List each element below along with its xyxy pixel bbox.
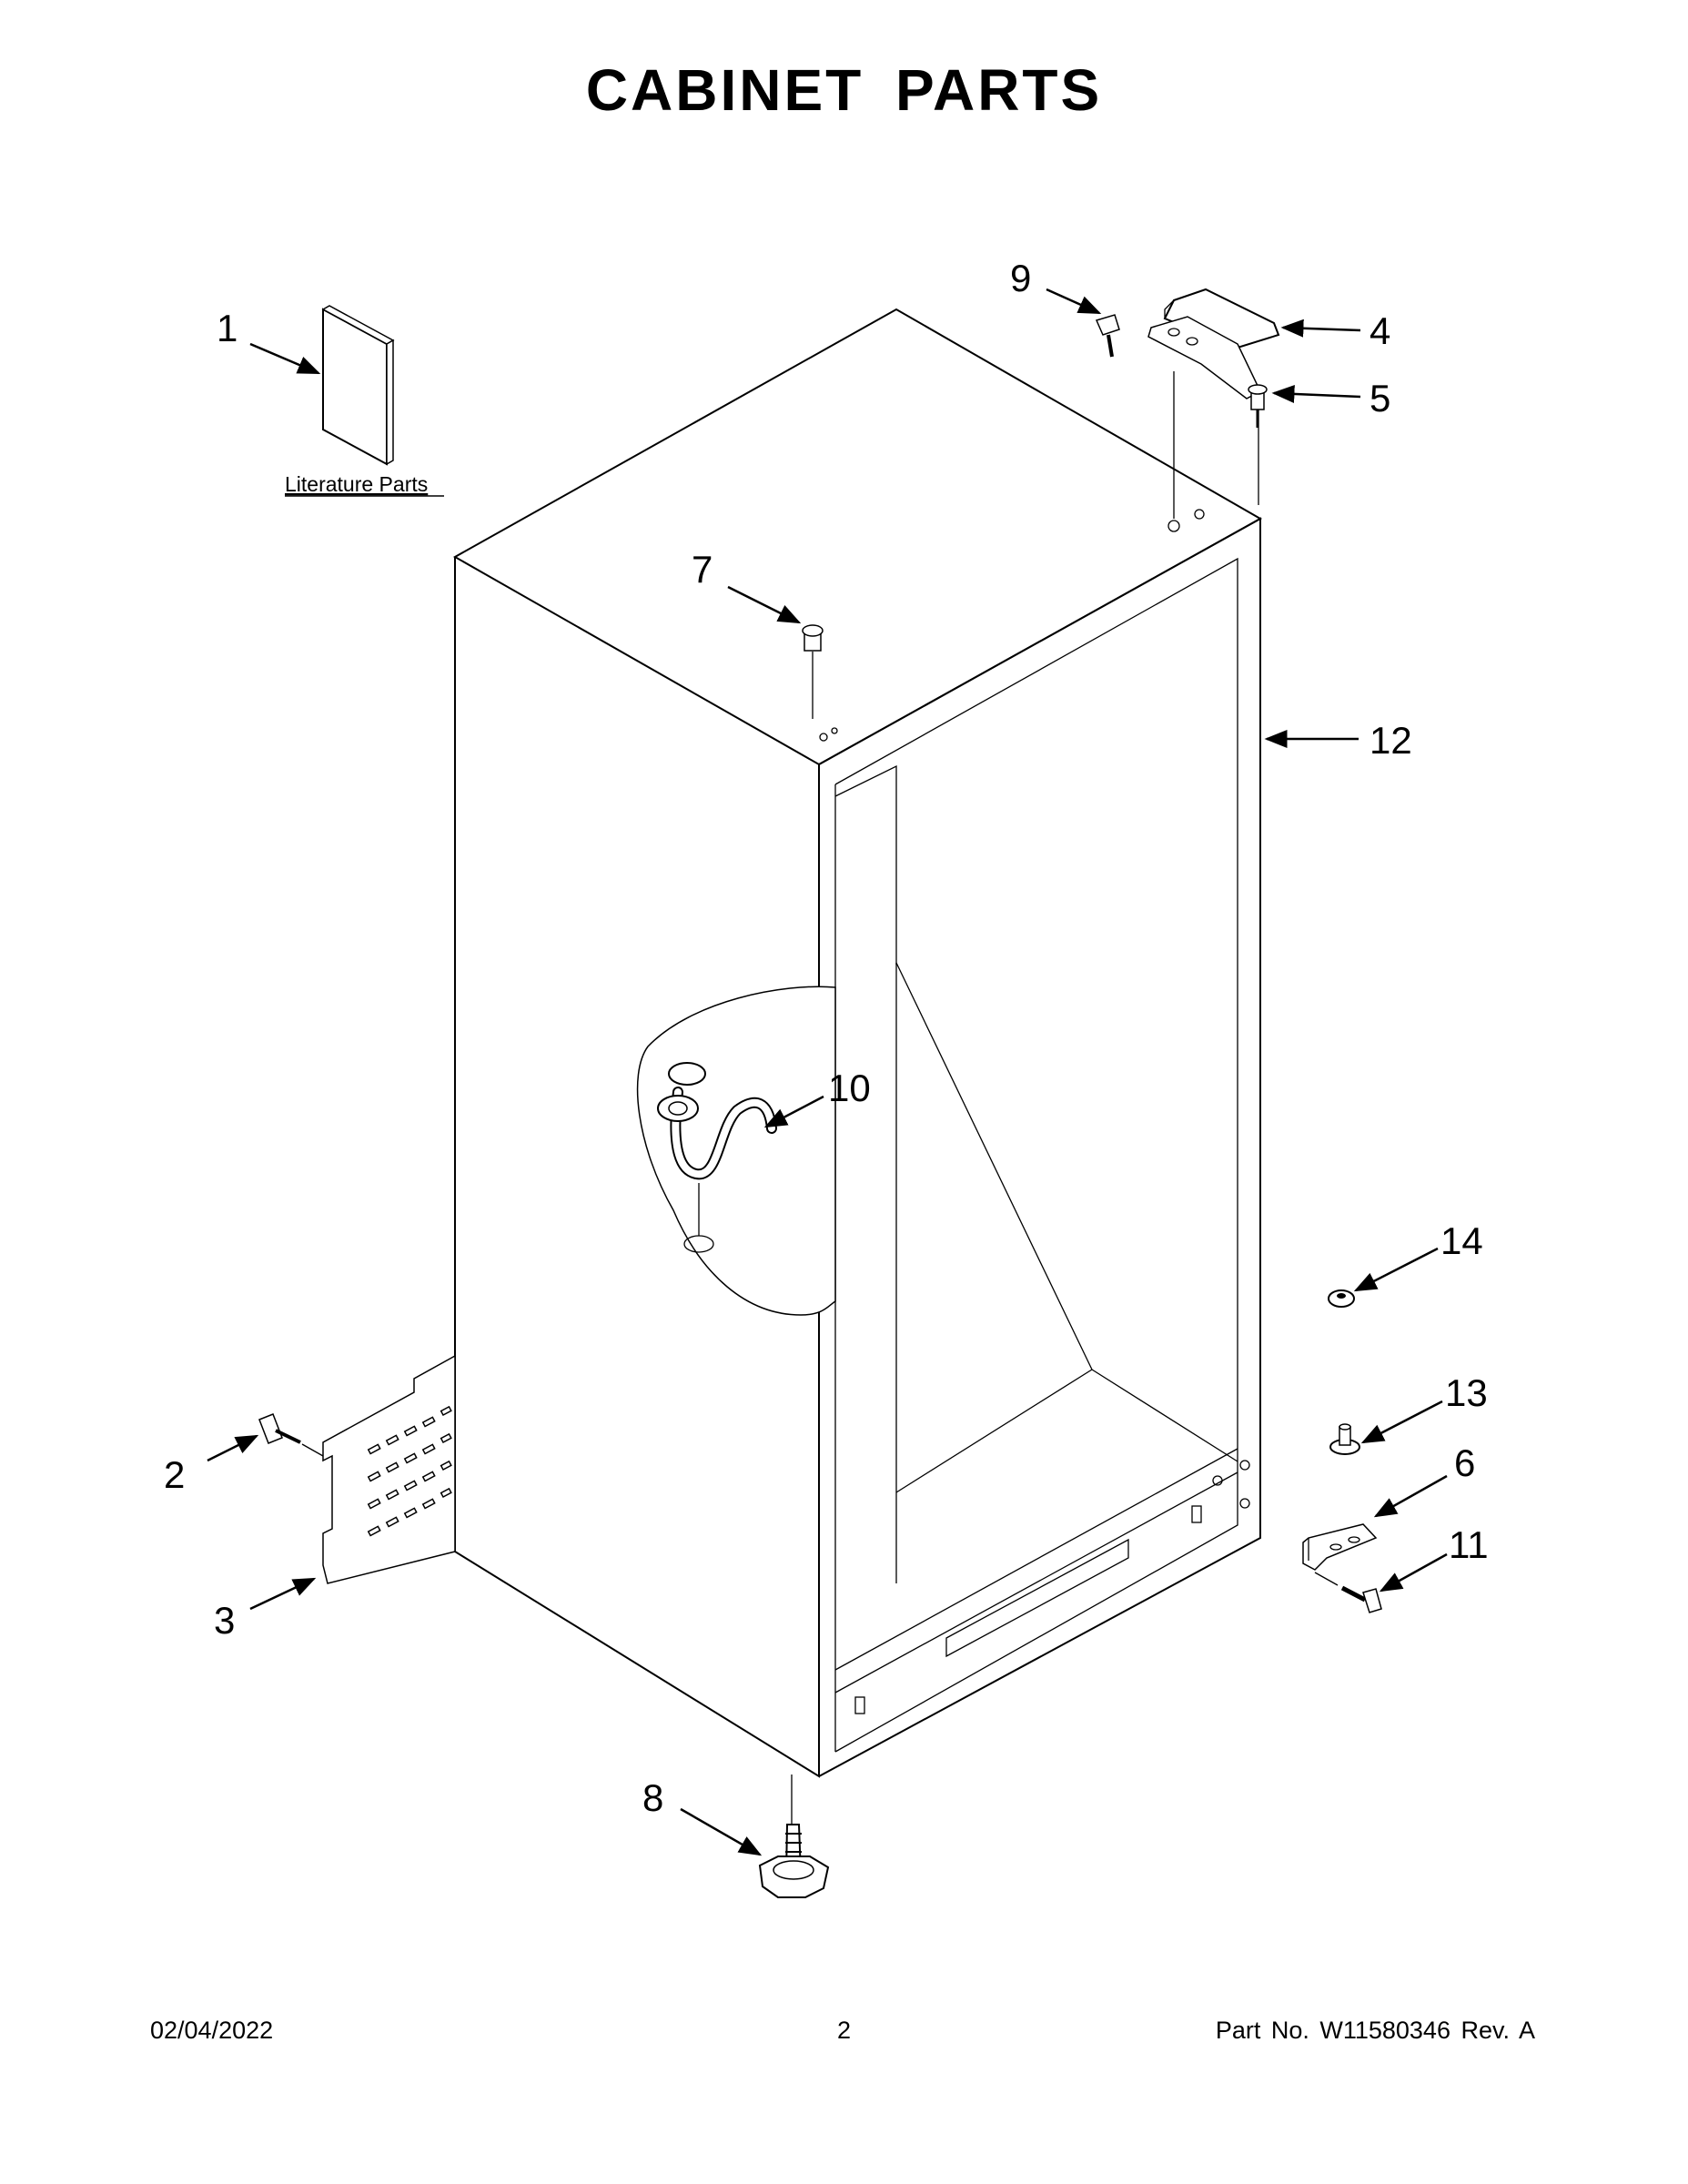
callout-11: 11 (1449, 1523, 1489, 1566)
callout-12: 12 (1370, 719, 1412, 762)
callout-1: 1 (217, 307, 238, 349)
literature-parts-label: Literature Parts (285, 472, 428, 496)
grille-screw (258, 1413, 324, 1457)
callout-14: 14 (1440, 1219, 1483, 1262)
callout-13: 13 (1445, 1371, 1488, 1414)
rear-grille (322, 1354, 456, 1584)
top-plug (802, 624, 824, 719)
footer-date: 02/04/2022 (150, 2017, 274, 2044)
leveling-leg (758, 1774, 830, 1898)
page-title: CABINET PARTS (585, 57, 1103, 123)
cabinet-body (452, 308, 1263, 1778)
leader-arrows (207, 288, 1448, 1856)
bottom-hinge-bracket (1302, 1523, 1378, 1571)
footer-page-number: 2 (836, 2017, 852, 2044)
washer (1328, 1289, 1355, 1308)
callout-2: 2 (164, 1453, 185, 1496)
literature-book (321, 305, 395, 466)
callout-3: 3 (214, 1599, 235, 1642)
top-hinge (1147, 316, 1268, 519)
callout-10: 10 (828, 1067, 871, 1109)
bottom-hinge-screw (1314, 1572, 1382, 1613)
callout-8: 8 (642, 1776, 663, 1819)
callout-6: 6 (1454, 1441, 1475, 1484)
bottom-hinge-pin (1329, 1423, 1360, 1455)
footer-part-number: Part No. W11580346 Rev. A (1215, 2017, 1535, 2044)
cutaway-drain-area (636, 986, 836, 1316)
callout-5: 5 (1370, 377, 1390, 420)
hinge-screw (1095, 314, 1120, 358)
callout-4: 4 (1370, 309, 1390, 352)
callout-7: 7 (692, 548, 713, 591)
hinge-cover (1163, 288, 1280, 349)
callout-9: 9 (1010, 257, 1031, 299)
